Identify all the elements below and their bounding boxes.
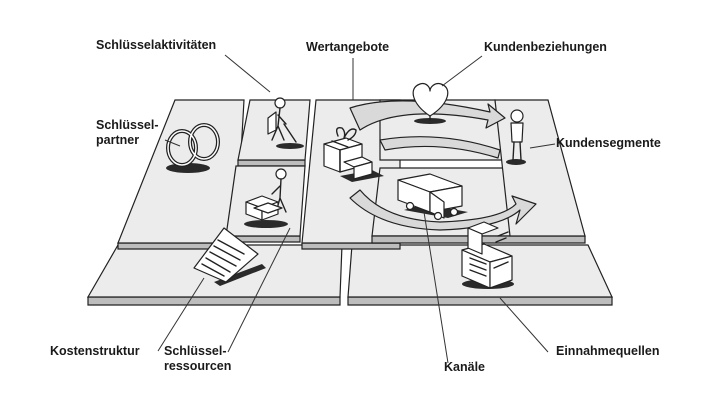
figure-with-boxes-icon [244, 168, 288, 228]
key-partners-label-line2: partner [96, 133, 140, 147]
heart-icon [412, 82, 449, 124]
flow-arrows [349, 100, 537, 231]
key-partners-label-line1: Schlüssel- [96, 118, 159, 132]
channels-label: Kanäle [444, 360, 485, 374]
key-activities-slab [237, 99, 311, 167]
customer-relationships-label: Kundenbeziehungen [484, 40, 607, 54]
key-resources-label: Schlüssel- ressourcen [164, 344, 244, 374]
document-icon [193, 227, 266, 286]
interlocked-rings-icon [166, 123, 220, 173]
key-activities-label: Schlüsselaktivitäten [96, 38, 217, 52]
worker-figure-icon [267, 97, 304, 149]
person-figure-icon [506, 109, 526, 165]
leader-lines [157, 54, 556, 364]
delivery-truck-icon [397, 173, 468, 221]
cash-register-icon [461, 221, 514, 289]
key-resources-label-line2: ressourcen [164, 359, 232, 373]
key-partners-label: Schlüssel- partner [96, 118, 166, 148]
cost-structure-label: Kostenstruktur [50, 344, 140, 358]
value-propositions-label: Wertangebote [306, 40, 390, 54]
customer-segments-label: Kundensegmente [556, 136, 661, 150]
revenue-streams-label: Einnahmequellen [556, 344, 660, 358]
key-resources-label-line1: Schlüssel- [164, 344, 227, 358]
gift-box-icon [323, 126, 384, 182]
